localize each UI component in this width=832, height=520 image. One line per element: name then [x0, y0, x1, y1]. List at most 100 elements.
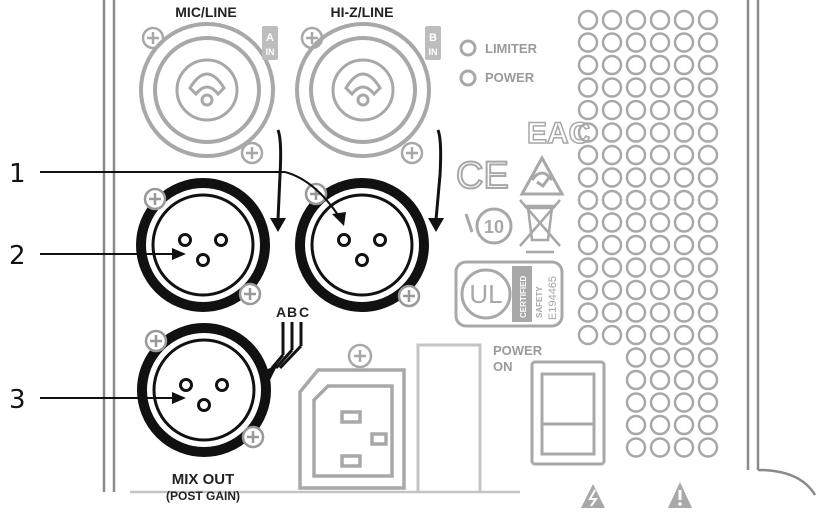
- vent-hole: [649, 9, 671, 31]
- xlr-thru-b[interactable]: [295, 178, 429, 312]
- ul-mark: UL CERTIFIED SAFETY E194465: [454, 260, 564, 328]
- vent-hole: [673, 77, 695, 98]
- vent-hole: [601, 167, 623, 188]
- ground-screw-icon: [347, 343, 373, 369]
- vent-hole: [697, 189, 719, 211]
- vent-hole: [673, 257, 695, 278]
- screw-icon: [144, 329, 168, 353]
- vent-hole: [625, 99, 647, 121]
- vent-hole: [673, 122, 695, 143]
- vent-hole: [673, 32, 695, 53]
- vent-hole: [601, 9, 623, 31]
- limiter-led: LIMITER: [459, 39, 538, 57]
- screw-icon: [400, 141, 424, 165]
- vent-hole: [649, 189, 671, 211]
- vent-hole: [697, 99, 719, 121]
- vent-hole: [673, 392, 695, 413]
- weee-bin-icon: [519, 199, 561, 254]
- vent-hole: [625, 414, 647, 436]
- vent-hole: [697, 369, 719, 391]
- vent-hole: [649, 279, 671, 301]
- vent-hole: [601, 212, 623, 233]
- xlr-thru-a[interactable]: [136, 178, 270, 312]
- vent-hole: [649, 437, 671, 458]
- vent-hole: [697, 257, 719, 278]
- vent-hole: [601, 257, 623, 278]
- vent-hole: [577, 257, 599, 278]
- vent-hole: [625, 234, 647, 256]
- vent-hole: [697, 144, 719, 166]
- limiter-label: LIMITER: [485, 41, 538, 56]
- power-inlet[interactable]: [298, 368, 406, 490]
- vent-hole: [625, 54, 647, 76]
- vent-hole: [673, 54, 695, 76]
- vent-hole: [673, 144, 695, 166]
- input-b-combo-jack[interactable]: HI-Z/LINE B IN: [295, 4, 441, 158]
- vent-hole: [625, 77, 647, 98]
- abc-sum-lines: [270, 322, 303, 370]
- vent-hole: [577, 279, 599, 301]
- vent-grille: [577, 9, 719, 458]
- vent-hole: [601, 324, 623, 346]
- callout-2: 2: [9, 241, 186, 271]
- abc-label-c: C: [299, 304, 309, 320]
- screw-icon: [238, 282, 262, 306]
- vent-hole: [697, 392, 719, 413]
- mix-out-xlr[interactable]: [137, 323, 271, 457]
- screw-icon: [141, 26, 165, 50]
- callout-3: 3: [9, 385, 186, 415]
- vent-hole: [625, 122, 647, 143]
- power-led-label: POWER: [485, 70, 535, 85]
- vent-hole: [625, 212, 647, 233]
- vent-hole: [649, 167, 671, 188]
- vent-hole: [697, 347, 719, 368]
- callout-1: 1: [9, 159, 346, 226]
- vent-hole: [697, 77, 719, 98]
- vent-hole: [625, 189, 647, 211]
- vent-hole: [625, 437, 647, 458]
- caution-warning-icon: [668, 482, 692, 508]
- screw-icon: [240, 141, 264, 165]
- power-switch[interactable]: [530, 360, 606, 466]
- vent-hole: [697, 414, 719, 436]
- vent-hole: [697, 212, 719, 233]
- vent-hole: [649, 99, 671, 121]
- vent-hole: [649, 392, 671, 413]
- vent-hole: [625, 279, 647, 301]
- vent-hole: [577, 302, 599, 323]
- callout-3-number: 3: [9, 385, 26, 415]
- vent-hole: [601, 189, 623, 211]
- power-on-label-line2: ON: [493, 359, 513, 374]
- input-a-combo-jack[interactable]: MIC/LINE A IN: [139, 4, 278, 158]
- vent-hole: [649, 257, 671, 278]
- screw-icon: [300, 26, 324, 50]
- screw-icon: [241, 425, 265, 449]
- vent-hole: [601, 144, 623, 166]
- input-a-badge-letter: A: [266, 32, 274, 44]
- chassis-outline: [102, 0, 817, 496]
- routing-arrows: [276, 129, 443, 221]
- ul-mark-text: UL: [469, 279, 502, 309]
- vent-hole: [697, 324, 719, 346]
- ce-mark: CE: [455, 154, 510, 198]
- vent-hole: [577, 32, 599, 53]
- mix-out-subtitle: (POST GAIN): [166, 489, 240, 503]
- ce-mark-text: CE: [456, 155, 509, 197]
- vent-hole: [673, 302, 695, 323]
- vent-hole: [673, 324, 695, 346]
- vent-hole: [577, 144, 599, 166]
- vent-hole: [601, 32, 623, 53]
- vent-hole: [697, 54, 719, 76]
- power-led: POWER: [459, 69, 535, 87]
- vent-hole: [649, 369, 671, 391]
- vent-hole: [601, 302, 623, 323]
- vent-hole: [601, 99, 623, 121]
- vent-hole: [649, 234, 671, 256]
- vent-hole: [625, 32, 647, 53]
- vent-hole: [577, 189, 599, 211]
- input-a-title: MIC/LINE: [175, 4, 236, 20]
- vent-hole: [673, 437, 695, 458]
- vent-hole: [697, 437, 719, 458]
- vent-hole: [601, 234, 623, 256]
